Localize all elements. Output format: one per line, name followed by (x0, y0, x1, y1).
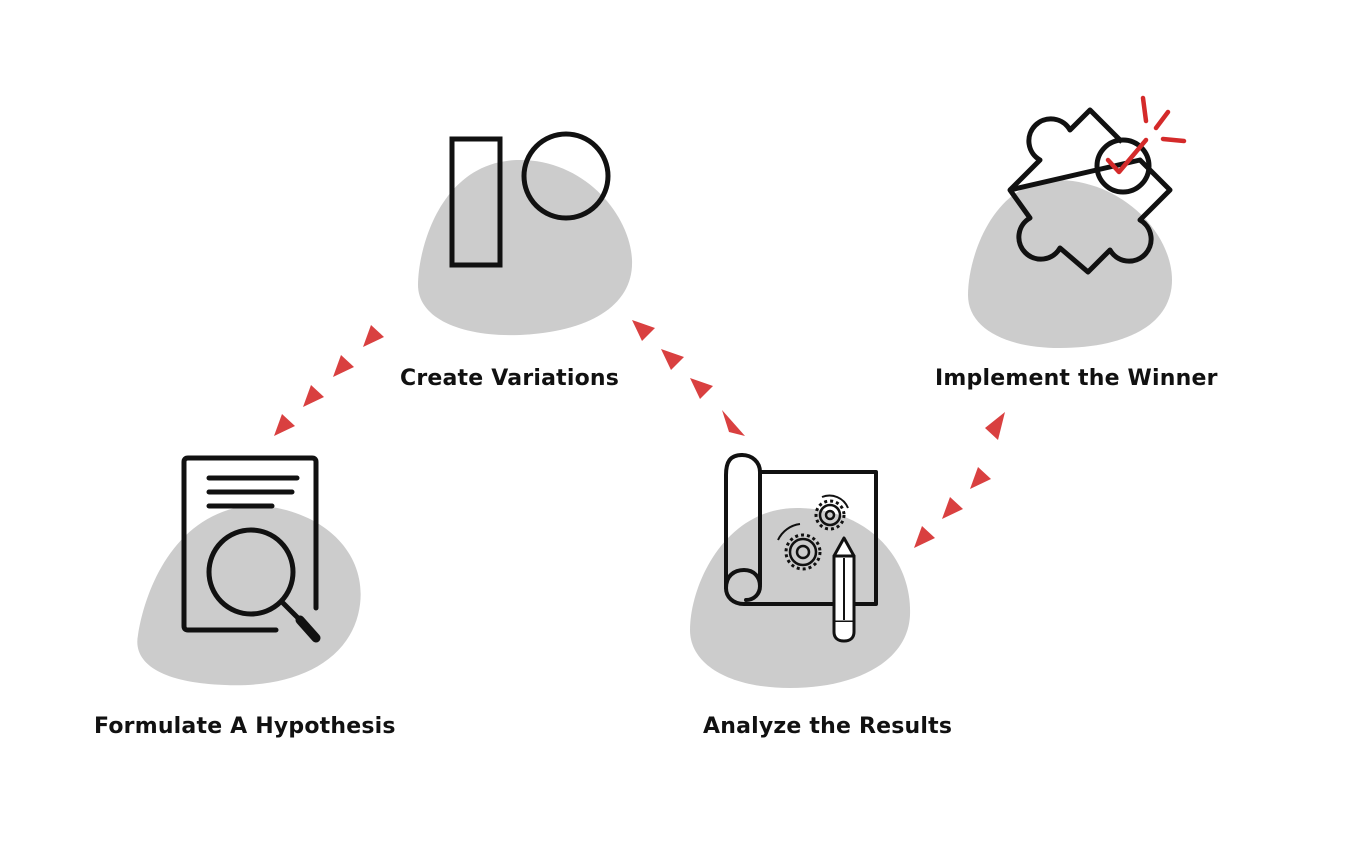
step-label-winner: Implement the Winner (935, 366, 1218, 391)
step-label-hypothesis: Formulate A Hypothesis (94, 714, 396, 739)
document-magnifier-icon (181, 455, 321, 643)
blob-variations (418, 160, 633, 336)
gear-small-icon (814, 494, 849, 531)
puzzle-checkmark-icon (1007, 107, 1173, 275)
step-label-variations: Create Variations (400, 366, 620, 391)
blob-hypothesis (137, 505, 361, 686)
step-label-results: Analyze the Results (703, 714, 953, 739)
arrow-results-to-winner (914, 412, 1005, 548)
arrow-hypothesis-to-variations (274, 325, 384, 436)
blob-winner (968, 179, 1172, 348)
arrow-variations-to-results (632, 320, 745, 436)
rectangle-circle-icon (449, 131, 611, 268)
blueprint-gears-pencil-icon (724, 453, 878, 606)
blob-results (690, 507, 911, 688)
checkmark-icon (1105, 95, 1187, 175)
gear-large-icon (777, 523, 822, 571)
pencil-icon (832, 536, 856, 643)
